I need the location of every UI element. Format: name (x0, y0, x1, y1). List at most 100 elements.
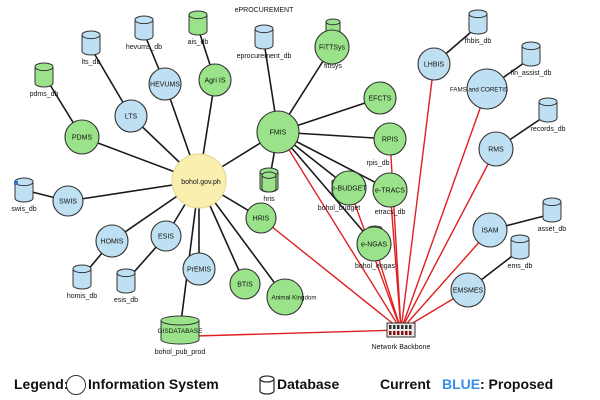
database-homis_db[interactable] (72, 264, 92, 290)
legend-blue-label: BLUE (442, 376, 481, 392)
system-pdms[interactable] (64, 119, 100, 155)
system-etracs[interactable] (372, 172, 408, 208)
legend-prefix: Legend: (14, 376, 69, 392)
system-label-esis: ESIS (158, 234, 174, 241)
backbone-link-fmis (277, 131, 402, 331)
system-label-lhbis: LHBIS (424, 62, 445, 69)
database-label-lts_db: lts_db (82, 59, 101, 66)
legend: Legend: Information System Database Curr… (14, 374, 594, 398)
database-swis_db[interactable] (14, 177, 34, 203)
database-label-rpis_db: rpis_db (367, 160, 390, 167)
system-esis[interactable] (150, 220, 182, 252)
system-btis[interactable] (229, 268, 261, 300)
system-label-ebudget: e-BUDGET (331, 186, 367, 193)
system-lts[interactable] (114, 99, 148, 133)
system-label-etracs: e-TRACS (375, 188, 405, 195)
floating-label-eproc_label: ePROCUREMENT (235, 7, 294, 14)
system-homis[interactable] (95, 224, 129, 258)
selection-handle-icon[interactable] (14, 181, 18, 185)
system-swis[interactable] (52, 185, 84, 217)
backbone-link-hris (260, 217, 402, 331)
database-fhbis_db[interactable] (468, 9, 488, 35)
backbone-link-isam (400, 229, 491, 331)
system-label-emsmes: EMSMES (453, 288, 484, 295)
database-label-eproc_db: eprocurement_db (237, 53, 292, 60)
database-label-homis_db: homis_db (67, 293, 97, 300)
database-label-engas_db: bohol_engas (355, 263, 396, 270)
backbone-link-rpis (389, 138, 402, 331)
database-label-fittsys_db: fittsys (324, 63, 342, 70)
database-label-ais_db: ais_db (188, 39, 209, 46)
system-fams[interactable] (466, 68, 508, 110)
system-label-efcts: EFCTS (369, 96, 392, 103)
backbone-link-rms (400, 148, 497, 331)
legend-system-label: Information System (88, 376, 219, 392)
system-animal[interactable] (266, 278, 304, 316)
database-hris-cylinder[interactable] (261, 171, 277, 193)
database-label-hevums_db: hevums_db (126, 44, 162, 51)
system-ebudget[interactable] (331, 170, 367, 206)
system-fittsys[interactable] (314, 29, 350, 65)
network-switch-icon[interactable] (386, 322, 416, 338)
system-rpis[interactable] (373, 122, 407, 156)
database-label-gis_db: GISDATABASE (158, 328, 204, 335)
system-isam[interactable] (472, 212, 508, 248)
database-label-asset_db: asset_db (538, 226, 567, 233)
legend-proposed-label: : Proposed (480, 376, 554, 392)
system-label-animal: Animal Kingdom (271, 295, 316, 302)
legend-circle-icon (66, 375, 86, 395)
database-label-records_db: records_db (530, 126, 565, 133)
system-hevums[interactable] (148, 67, 182, 101)
system-label-btis: BTIS (237, 282, 253, 289)
database-eproc_db[interactable] (254, 24, 274, 50)
system-hris[interactable] (245, 202, 277, 234)
database-ais_db[interactable] (188, 10, 208, 36)
database-sublabel-gis_db: bohol_pub_prod (155, 349, 206, 356)
system-rms[interactable] (478, 131, 514, 167)
database-label-budget_db: bohol_budget (318, 205, 360, 212)
system-label-agris: Agri IS (204, 78, 225, 85)
database-label-fin_db: fin_assist_db (511, 70, 552, 77)
hub-label: bohol.gov.ph (181, 179, 221, 186)
database-hevums_db[interactable] (134, 15, 154, 41)
database-fin_db[interactable] (521, 41, 541, 67)
system-label-lts: LTS (125, 114, 138, 121)
backbone-label: Network Backbone (372, 344, 431, 351)
database-records_db[interactable] (538, 97, 558, 123)
database-pdms_db[interactable] (34, 62, 54, 88)
backbone-link-gis (194, 329, 402, 337)
database-label-hris_db: hris (263, 196, 275, 203)
system-lhbis[interactable] (417, 47, 451, 81)
database-ems_db[interactable] (510, 234, 530, 260)
legend-database-label: Database (277, 376, 340, 392)
system-label-fams: FAMS and CORETIS (450, 87, 508, 94)
backbone-link-fams (400, 88, 488, 331)
system-label-rpis: RPIS (382, 137, 399, 144)
system-agris[interactable] (198, 63, 232, 97)
system-engas[interactable] (356, 226, 392, 262)
backbone-link-lhbis (400, 63, 435, 331)
system-label-pdms: PDMS (72, 135, 93, 142)
database-esis_db[interactable] (116, 268, 136, 294)
hub-node[interactable] (171, 153, 227, 209)
system-premis[interactable] (182, 252, 216, 286)
database-asset_db[interactable] (542, 197, 562, 223)
system-label-fmis: FMIS (270, 130, 287, 137)
system-label-engas: e-NGAS (361, 242, 387, 249)
system-efcts[interactable] (363, 81, 397, 115)
database-label-etracs_db: etracs_db (375, 209, 406, 216)
system-label-hris: HRIS (253, 216, 270, 223)
database-label-fhbis_db: fhbis_db (465, 38, 492, 45)
database-gis_db[interactable] (160, 315, 200, 345)
database-lts_db[interactable] (81, 30, 101, 56)
diagram-canvas: pdms_dblts_dbhevums_dbais_dbeprocurement… (11, 7, 567, 356)
system-label-isam: ISAM (481, 228, 498, 235)
system-label-hevums: HEVUMS (150, 82, 180, 89)
link-fmis-engas (277, 131, 375, 245)
legend-current-label: Current (380, 376, 431, 392)
system-emsmes[interactable] (450, 272, 486, 308)
legend-cylinder-icon (259, 375, 275, 395)
system-fmis[interactable] (256, 110, 300, 154)
database-label-ems_db: ems_db (508, 263, 533, 270)
